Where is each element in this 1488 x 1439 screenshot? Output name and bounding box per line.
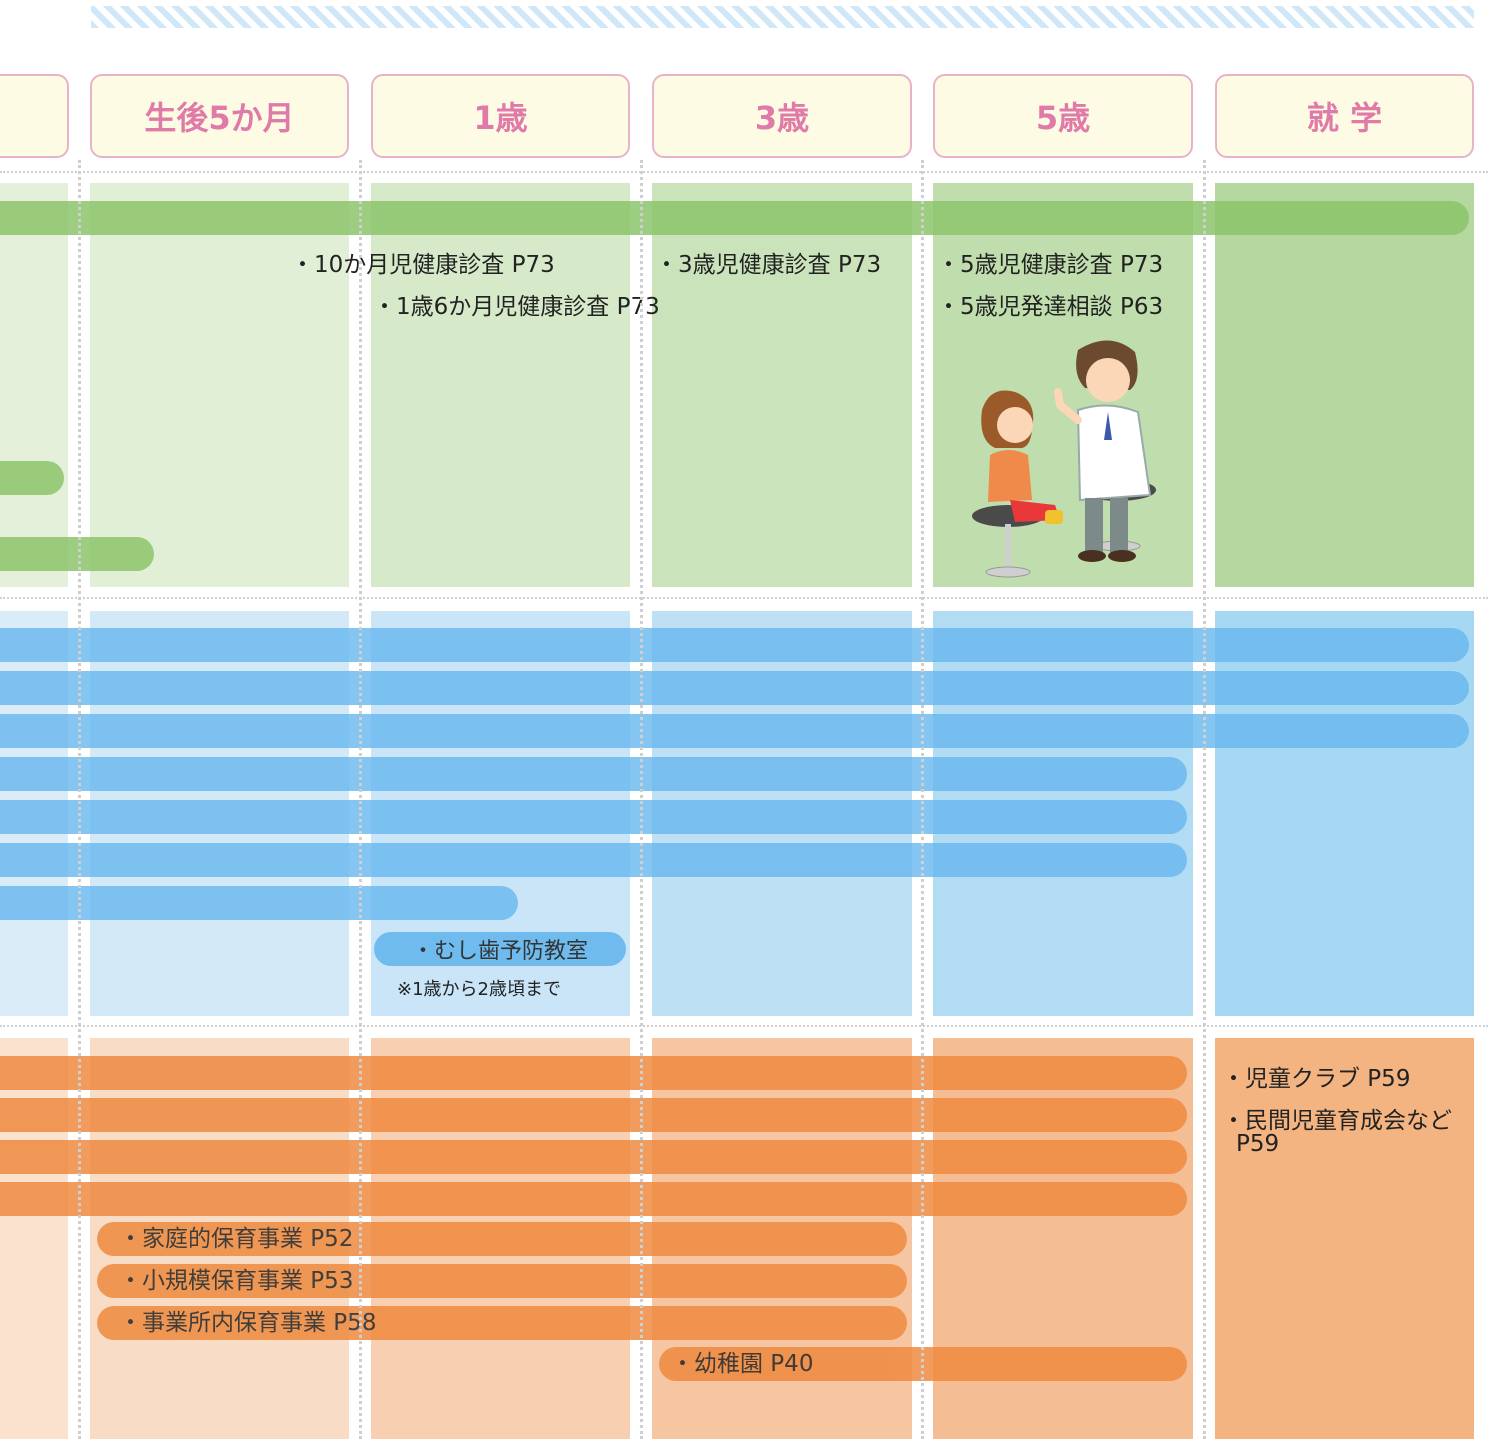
- header-partial: [0, 74, 69, 158]
- childcare-bar: [0, 1056, 1187, 1090]
- health-column-school: [1215, 183, 1474, 587]
- column-divider: [78, 160, 81, 1439]
- workplace-care-bar: ・事業所内保育事業 P58: [97, 1306, 907, 1340]
- checkup-3-years: ・3歳児健康診査 P73: [655, 252, 882, 278]
- dental-class-note: ※1歳から2歳頃まで: [397, 979, 561, 1000]
- dental-class-pill: ・むし歯予防教室: [374, 932, 626, 966]
- service-bar: [0, 628, 1469, 662]
- private-club-line1: ・民間児童育成会など: [1222, 1108, 1452, 1134]
- checkup-5-years: ・5歳児健康診査 P73: [937, 252, 1164, 278]
- divider: [0, 597, 1488, 599]
- dental-class-label: ・むし歯予防教室: [411, 939, 588, 964]
- header-5-months: 生後5か月: [90, 74, 349, 158]
- health-bar-short: [0, 461, 64, 495]
- service-bar: [0, 671, 1469, 705]
- health-column-5m: [90, 183, 349, 587]
- column-divider: [640, 160, 643, 1439]
- header-1-year: 1歳: [371, 74, 630, 158]
- column-divider: [921, 160, 924, 1439]
- checkup-18-months: ・1歳6か月児健康診査 P73: [373, 294, 660, 320]
- service-bar: [0, 800, 1187, 834]
- childcare-bar: [0, 1098, 1187, 1132]
- childcare-bar: [0, 1140, 1187, 1174]
- header-3-years: 3歳: [652, 74, 912, 158]
- health-bar-medium: [0, 537, 154, 571]
- service-bar: [0, 757, 1187, 791]
- divider: [0, 1025, 1488, 1027]
- checkup-10-months: ・10か月児健康診査 P73: [291, 252, 555, 278]
- private-club-line2: P59: [1236, 1131, 1280, 1157]
- column-divider: [1203, 160, 1206, 1439]
- service-bar: [0, 886, 518, 920]
- health-column-1y: [371, 183, 630, 587]
- health-bar-full: [0, 201, 1469, 235]
- health-column-3y: [652, 183, 912, 587]
- header-school: 就 学: [1215, 74, 1474, 158]
- doctor-child-illustration: [972, 340, 1156, 578]
- service-bar: [0, 843, 1187, 877]
- small-care-bar: ・小規模保育事業 P53: [97, 1264, 907, 1298]
- divider: [0, 171, 1488, 173]
- childcare-bar: [0, 1182, 1187, 1216]
- column-divider: [359, 160, 362, 1439]
- health-column-0: [0, 183, 68, 587]
- header-5-years: 5歳: [933, 74, 1193, 158]
- childcare-column-school: [1215, 1038, 1474, 1439]
- service-bar: [0, 714, 1469, 748]
- home-care-bar: ・家庭的保育事業 P52: [97, 1222, 907, 1256]
- after-school-club: ・児童クラブ P59: [1222, 1066, 1411, 1092]
- decorative-stripe: [91, 6, 1474, 28]
- consult-5-years: ・5歳児発達相談 P63: [937, 294, 1164, 320]
